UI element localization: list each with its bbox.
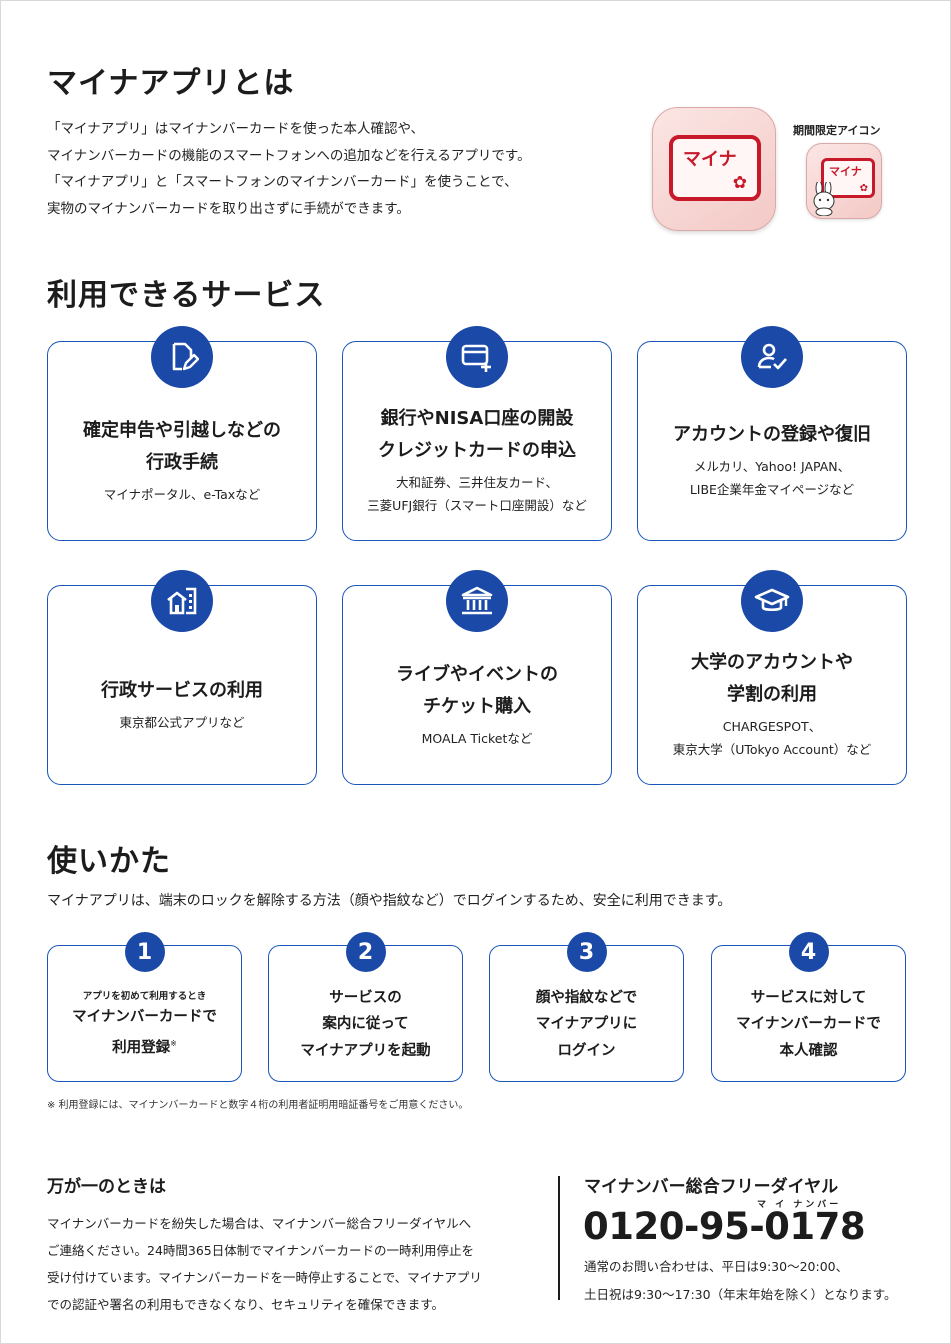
service-card-university: 大学のアカウントや 学割の利用 CHARGESPOT、 東京大学（UTokyo … [637,570,907,785]
graduation-cap-icon [741,570,803,632]
limited-app-icon: マイナ ✿ [806,143,882,219]
service-title: 大学のアカウントや 学割の利用 [691,652,853,705]
intro-line: 「マイナアプリ」と「スマートフォンのマイナンバーカード」を使うことで、 [47,174,518,190]
emergency-line: マイナンバーカードを紛失した場合は、マイナンバー総合フリーダイヤルへ [47,1216,472,1231]
service-examples: 東京都公式アプリなど [119,714,245,730]
service-title: ライブやイベントの チケット購入 [396,663,558,717]
dial-hours-line: 土日祝は9:30～17:30（年末年始を除く）となります。 [584,1287,897,1302]
service-title: 銀行やNISA口座の開設 クレジットカードの申込 [378,408,576,461]
service-examples: マイナポータル、e-Taxなど [103,486,261,502]
myna-app-icon: マイナ ✿ [652,107,776,231]
step-text: マイナンバーカードで 利用登録※ [72,1004,217,1061]
emergency-text: マイナンバーカードを紛失した場合は、マイナンバー総合フリーダイヤルへ ご連絡くだ… [47,1210,537,1318]
service-examples: メルカリ、Yahoo! JAPAN、 LIBE企業年金マイページなど [689,459,855,497]
app-icon-text: マイナ [683,149,737,170]
dial-number-ruby: マ イ ナンバー [757,1200,842,1210]
emergency-title: 万が一のときは [47,1177,166,1197]
service-examples: MOALA Ticketなど [421,730,533,746]
step-number: 2 [345,932,386,972]
dial-hours: 通常のお問い合わせは、平日は9:30～20:00、 土日祝は9:30～17:30… [584,1253,896,1309]
service-title: アカウントの登録や復旧 [673,424,871,445]
step-card-1: 1 アプリを初めて利用するとき マイナンバーカードで 利用登録※ [47,932,242,1082]
government-building-icon [151,570,213,632]
dial-hours-line: 通常のお問い合わせは、平日は9:30～20:00、 [584,1259,849,1274]
service-card-admin-procedures: 確定申告や引越しなどの 行政手続 マイナポータル、e-Taxなど [47,326,317,541]
free-dial-number[interactable]: 0120-95-0178 [583,1205,866,1248]
limited-icon-label: 期間限定アイコン [793,124,881,137]
service-title: 確定申告や引越しなどの 行政手続 [83,419,281,473]
limited-icon-text: マイナ [829,165,862,178]
service-card-admin-services: 行政サービスの利用 東京都公式アプリなど [47,570,317,785]
rabbit-mascot-icon [813,182,835,216]
howto-title: 使いかた [47,844,171,879]
service-examples: 大和証券、三井住友カード、 三菱UFJ銀行（スマート口座開設）など [367,475,587,513]
intro-text: 「マイナアプリ」はマイナンバーカードを使った本人確認や、 マイナンバーカードの機… [47,116,647,222]
registration-footnote: ※ 利用登録には、マイナンバーカードと数字４桁の利用者証明用暗証番号をご用意くだ… [47,1100,469,1111]
service-card-event-tickets: ライブやイベントの チケット購入 MOALA Ticketなど [342,570,612,785]
flower-icon: ✿ [859,183,868,194]
step-text: 顔や指紋などで マイナアプリに ログイン [535,989,638,1059]
ticket-venue-icon [446,570,508,632]
section-divider [558,1176,560,1300]
service-card-bank-account: 銀行やNISA口座の開設 クレジットカードの申込 大和証券、三井住友カード、 三… [342,326,612,541]
service-title: 行政サービスの利用 [101,679,263,701]
step-card-4: 4 サービスに対して マイナンバーカードで 本人確認 [711,932,906,1082]
step-note: アプリを初めて利用するとき [82,991,207,1003]
intro-line: マイナンバーカードの機能のスマートフォンへの追加などを行えるアプリです。 [47,147,531,164]
step-text: サービスに対して マイナンバーカードで 本人確認 [736,989,881,1059]
emergency-line: での認証や署名の利用もできなくなり、セキュリティを確保できます。 [47,1297,445,1312]
step-number: 3 [566,932,607,972]
intro-line: 実物のマイナンバーカードを取り出さずに手続ができます。 [47,200,410,217]
step-number: 4 [788,932,829,972]
emergency-line: ご連絡ください。24時間365日体制でマイナンバーカードの一時利用停止を [47,1243,475,1258]
howto-description: マイナアプリは、端末のロックを解除する方法（顔や指紋など）でログインするため、安… [47,893,732,909]
step-card-3: 3 顔や指紋などで マイナアプリに ログイン [489,932,684,1082]
user-check-icon [741,326,803,388]
card-plus-icon [446,326,508,388]
intro-title: マイナアプリとは [47,66,295,101]
step-text: サービスの 案内に従って マイナアプリを起動 [300,989,431,1059]
step-text-main: マイナンバーカードで 利用登録 [72,1009,217,1056]
intro-line: 「マイナアプリ」はマイナンバーカードを使った本人確認や、 [47,121,425,137]
step-number: 1 [124,932,165,972]
service-examples: CHARGESPOT、 東京大学（UTokyo Account）など [672,719,872,757]
app-icon-card: マイナ ✿ [669,135,761,201]
dial-title: マイナンバー総合フリーダイヤル [584,1177,839,1197]
service-card-account-registration: アカウントの登録や復旧 メルカリ、Yahoo! JAPAN、 LIBE企業年金マ… [637,326,907,541]
flower-icon: ✿ [732,173,747,193]
services-title: 利用できるサービス [47,278,326,313]
document-pen-icon [151,326,213,388]
step-card-2: 2 サービスの 案内に従って マイナアプリを起動 [268,932,463,1082]
footnote-mark: ※ [170,1038,177,1048]
emergency-line: 受け付けています。マイナンバーカードを一時停止することで、マイナアプリ [47,1270,482,1285]
